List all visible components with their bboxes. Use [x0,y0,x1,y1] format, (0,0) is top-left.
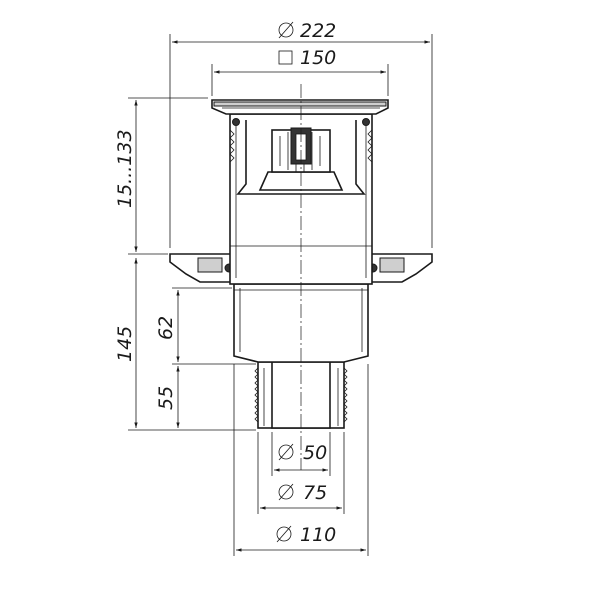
outer-diameter-label: 222 [300,20,336,42]
diameter-symbol-icon [278,21,294,39]
dimension-outlet-inner-diameter: 50 [271,432,331,476]
outlet-length-label: 55 [155,386,177,410]
drain-assembly [169,84,433,470]
dimension-adjustable-height: 15...133 [114,97,208,255]
dimension-lower-height: 145 [114,258,256,431]
grate-square-label: 150 [300,47,336,69]
dimension-grate-square: 150 [211,47,389,96]
dimension-body-diameter: 110 [233,364,369,556]
adjustable-height-label: 15...133 [114,129,136,208]
body-diameter-label: 110 [300,524,336,546]
flange-right [365,253,433,283]
dimension-outlet-outer-diameter: 75 [257,432,345,514]
outlet-outer-diameter-label: 75 [303,482,327,504]
socket-depth-label: 62 [155,316,177,340]
diameter-symbol-icon [278,483,294,501]
diameter-symbol-icon [276,525,292,543]
dimension-outlet-length: 55 [155,366,180,428]
diameter-symbol-icon [278,443,294,461]
flange-left [169,253,237,283]
lower-height-label: 145 [114,326,136,362]
dimension-socket-depth: 62 [155,287,256,365]
outlet-inner-diameter-label: 50 [303,442,327,464]
grate-frame [211,99,389,126]
dimension-outer-diameter: 222 [169,20,433,248]
square-symbol-icon [278,50,293,65]
